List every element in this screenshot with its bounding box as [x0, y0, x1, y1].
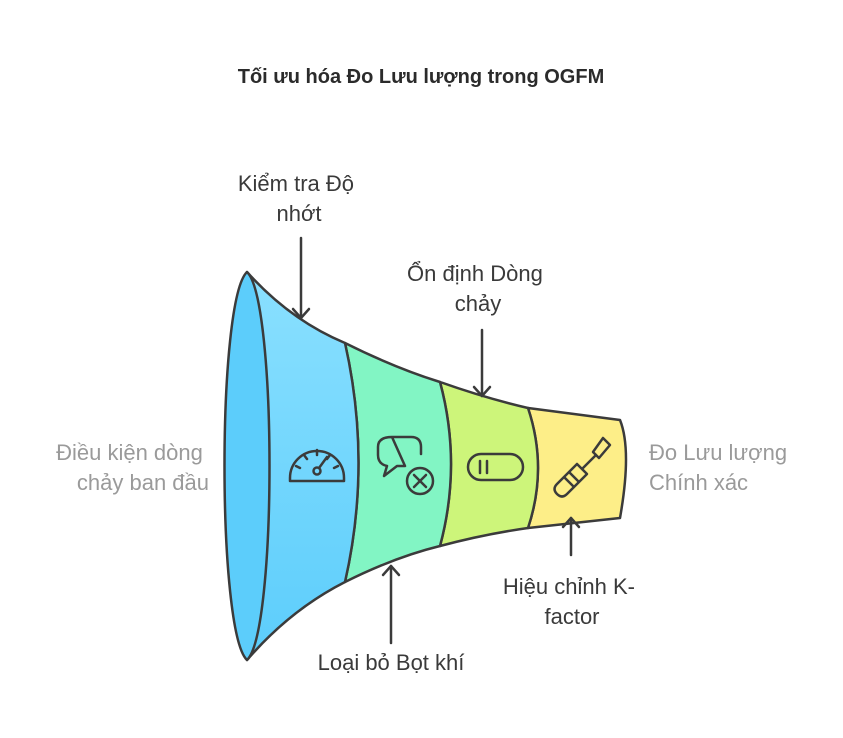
stage-2-segment	[343, 341, 453, 584]
pause-toggle-icon	[466, 452, 525, 482]
stage-2-arrow	[381, 564, 401, 645]
stage-1-label: Kiểm tra Độ nhớt	[238, 171, 360, 226]
diagram-title: Tối ưu hóa Đo Lưu lượng trong OGFM	[238, 66, 605, 88]
chat-cancel-icon	[376, 435, 435, 496]
stage-2-label: Loại bỏ Bọt khí	[318, 650, 465, 675]
stage-1-arrow	[291, 236, 311, 320]
stage-3-arrow	[472, 328, 492, 398]
funnel	[223, 270, 628, 662]
input-label: Điều kiện dòng chảy ban đầu	[56, 440, 209, 495]
stage-3-label: Ổn định Dòng chảy	[407, 261, 549, 316]
screwdriver-icon	[553, 436, 612, 498]
stage-4-arrow	[561, 516, 581, 557]
speedometer-icon	[288, 448, 346, 483]
stage-4-label: Hiệu chỉnh K- factor	[503, 574, 641, 629]
output-label: Đo Lưu lượng Chính xác	[649, 440, 793, 495]
stage-4-segment	[526, 406, 628, 530]
funnel-mouth	[223, 270, 271, 662]
